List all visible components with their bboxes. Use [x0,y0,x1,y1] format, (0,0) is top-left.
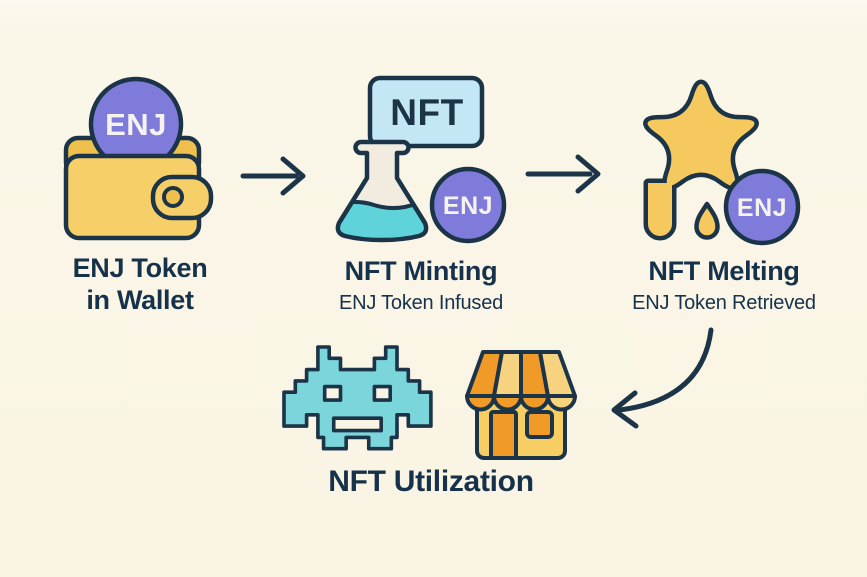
enj-coin-minting-label: ENJ [443,192,493,220]
stage-subtitle-melting: ENJ Token Retrieved [632,292,816,314]
stage-title-melting: NFT Melting [648,256,800,286]
enj-coin-melting-label: ENJ [737,194,787,222]
wallet-clasp-button [162,186,184,208]
nft-sign [367,75,485,149]
flask-outline [335,139,429,243]
space-invader-shape [282,345,433,451]
nft-sign-label: NFT [390,92,463,133]
arrow-minting-to-melting-icon [525,154,601,194]
shop-door [489,410,518,460]
stage-subtitle-minting: ENJ Token Infused [338,292,504,314]
enj-coin-melting [723,168,801,246]
arrow-wallet-to-minting-icon [240,156,306,196]
stage-label-wallet: ENJ Token in Wallet [36,252,244,316]
flask-with-nft-sign-icon: NFT ENJ [335,75,507,244]
wallet-with-enj-coin-icon: ENJ [63,76,214,241]
stage-title-minting: NFT Minting [344,256,498,286]
enj-coin-wallet-label: ENJ [105,107,167,142]
enj-coin-minting [429,166,507,244]
stage-title-utilization: NFT Utilization [328,465,534,498]
shop-awning [465,350,577,412]
stage-title-wallet: ENJ Token in Wallet [72,253,208,315]
stage-label-utilization: NFT Utilization [286,466,576,498]
arrow-melting-to-utilization-icon [611,327,714,429]
stage-label-melting: NFT Melting ENJ Token Retrieved [608,255,840,315]
shop-window [525,410,554,439]
shop-icon [465,350,577,460]
stage-label-minting: NFT Minting ENJ Token Infused [308,255,534,315]
space-invader-icon [282,345,433,451]
melting-star-icon: ENJ [643,79,801,246]
melt-droplet [694,201,720,240]
